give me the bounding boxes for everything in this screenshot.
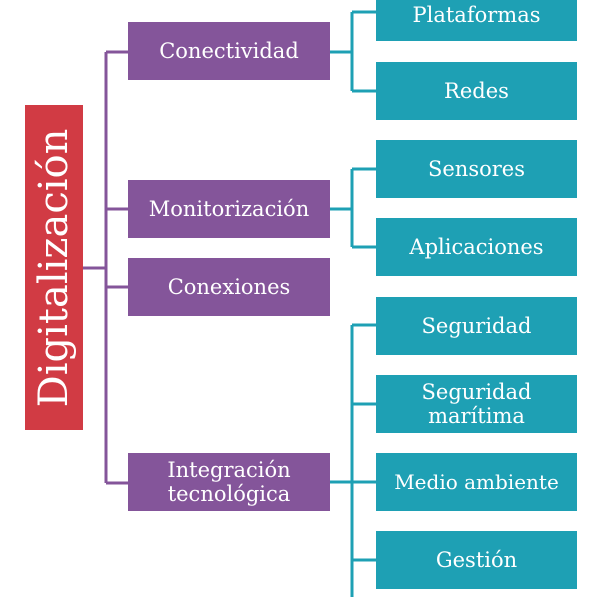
leaf-aplicaciones: Aplicaciones bbox=[376, 218, 577, 276]
leaf-gestion: Gestión bbox=[376, 531, 577, 589]
leaf-sensores: Sensores bbox=[376, 140, 577, 198]
category-monitorizacion: Monitorización bbox=[128, 180, 330, 238]
leaf-seguridad: Seguridad bbox=[376, 297, 577, 355]
category-conexiones: Conexiones bbox=[128, 258, 330, 316]
root-node-digitalizacion: Digitalización bbox=[25, 105, 83, 430]
category-conectividad: Conectividad bbox=[128, 22, 330, 80]
leaf-seguridad-maritima: Seguridad marítima bbox=[376, 375, 577, 433]
leaf-medio-ambiente: Medio ambiente bbox=[376, 453, 577, 511]
category-integracion-tecnologica: Integración tecnológica bbox=[128, 453, 330, 511]
root-label: Digitalización bbox=[31, 128, 77, 407]
leaf-plataformas: Plataformas bbox=[376, 0, 577, 41]
leaf-redes: Redes bbox=[376, 62, 577, 120]
